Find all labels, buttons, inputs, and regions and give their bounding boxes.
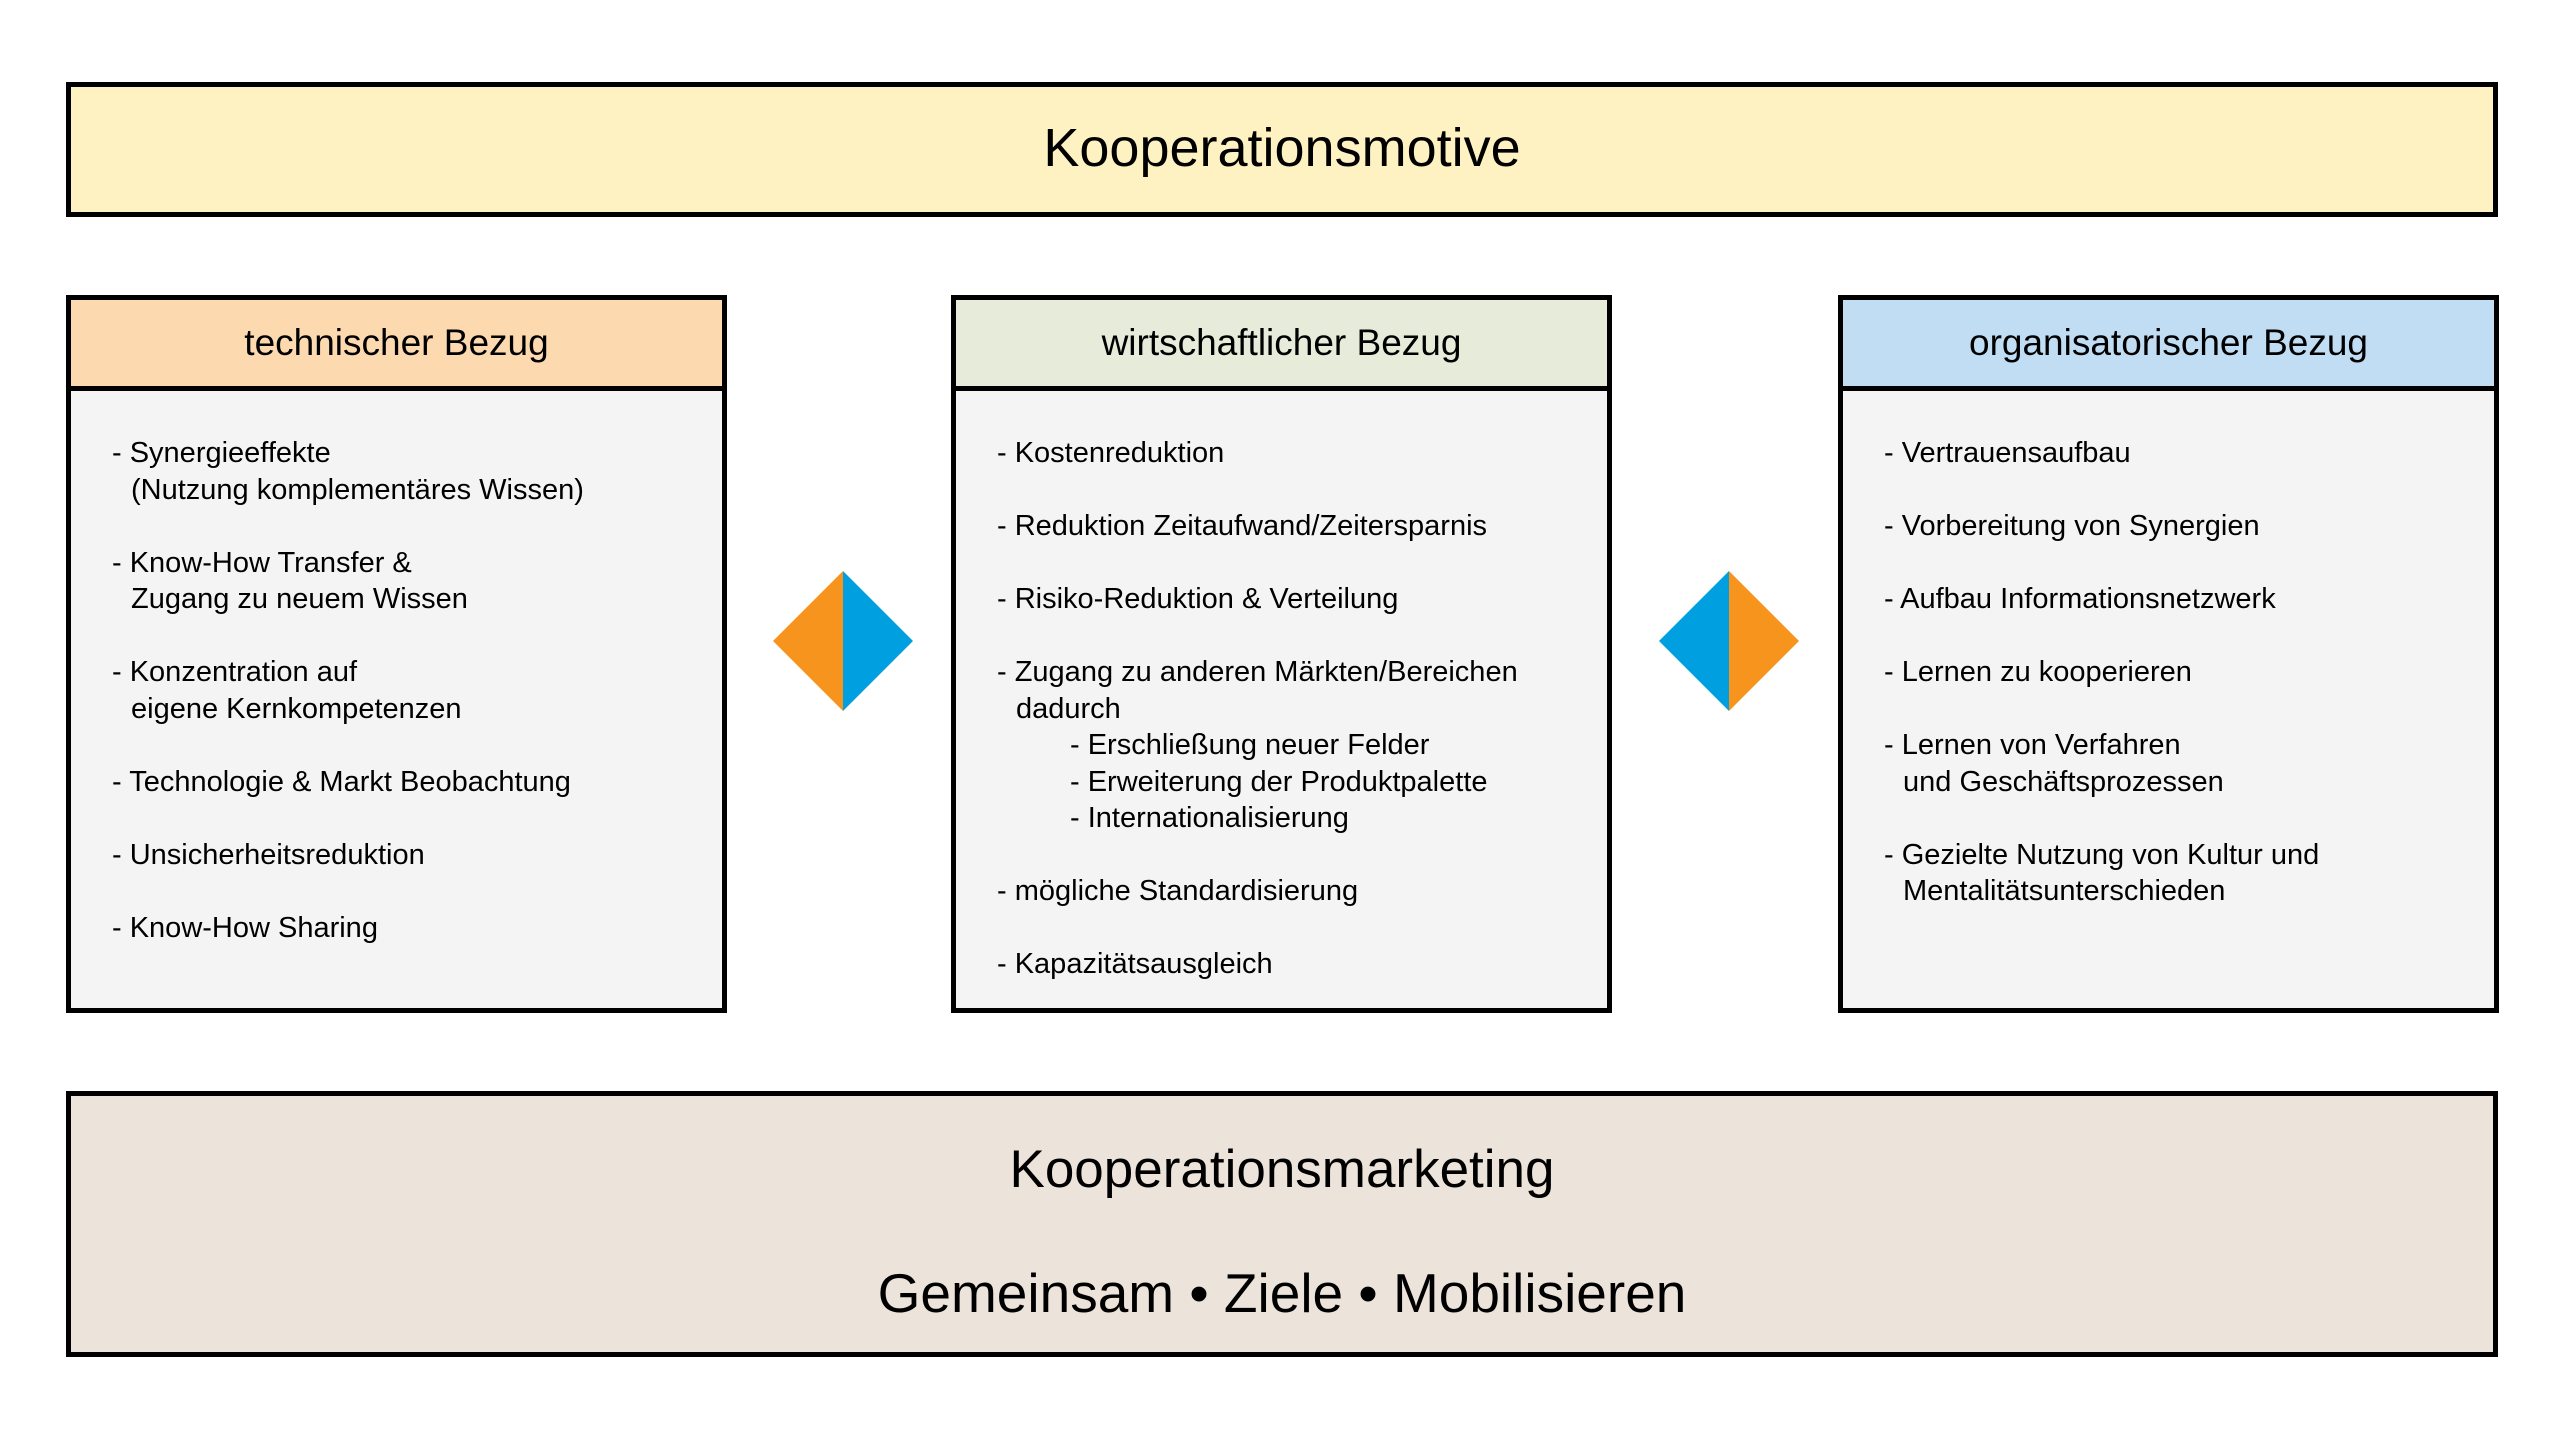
- title-box: Kooperationsmotive: [66, 82, 2498, 217]
- column-header-label: organisatorischer Bezug: [1969, 321, 2368, 363]
- list-item-text: - Unsicherheitsreduktion: [112, 838, 425, 871]
- list-item: - Know-How Transfer & Zugang zu neuem Wis…: [112, 545, 702, 618]
- marketing-box: Kooperationsmarketing Gemeinsam • Ziele …: [66, 1091, 2498, 1357]
- list-item: - Vertrauensaufbau: [1884, 435, 2474, 472]
- list-item-continuation: Zugang zu neuem Wissen: [131, 583, 468, 615]
- column-header-economic: wirtschaftlicher Bezug: [956, 300, 1607, 391]
- column-organizational: organisatorischer Bezug - Vertrauensaufb…: [1838, 295, 2499, 1013]
- marketing-slogan: Gemeinsam • Ziele • Mobilisieren: [877, 1262, 1687, 1324]
- list-item: - Vorbereitung von Synergien: [1884, 508, 2474, 545]
- sub-list-item: - Internationalisierung: [1070, 802, 1349, 834]
- list-item-text: - mögliche Standardisierung: [997, 875, 1359, 907]
- list-item: - Zugang zu anderen Märkten/Bereichen dad…: [997, 654, 1587, 837]
- sub-list-item: - Erschließung neuer Felder: [1070, 729, 1430, 761]
- column-technical: technischer Bezug - Synergieeffekte (Nutz…: [66, 295, 727, 1013]
- list-item: - Unsicherheitsreduktion: [112, 837, 702, 874]
- list-item-text: - Gezielte Nutzung von Kultur und: [1884, 838, 2320, 871]
- list-item: - Synergieeffekte (Nutzung komplementäres…: [112, 435, 702, 508]
- column-body-organizational: - Vertrauensaufbau - Vorbereitung von Syn…: [1843, 391, 2494, 910]
- list-item-text: - Konzentration auf: [112, 656, 358, 688]
- marketing-title: Kooperationsmarketing: [1009, 1140, 1555, 1199]
- diamond-orange-blue-icon: [773, 571, 913, 711]
- list-item: - mögliche Standardisierung: [997, 873, 1587, 910]
- list-item-text: - Zugang zu anderen Märkten/Bereichen: [997, 656, 1518, 688]
- list-item-text: - Reduktion Zeitaufwand/Zeitersparnis: [997, 510, 1488, 542]
- column-body-economic: - Kostenreduktion - Reduktion Zeitaufwand…: [956, 391, 1607, 983]
- list-item-text: - Vorbereitung von Synergien: [1884, 510, 2260, 542]
- list-item: - Lernen von Verfahren und Geschäftsproze…: [1884, 727, 2474, 800]
- diamond-right-half: [843, 571, 913, 711]
- list-item: - Reduktion Zeitaufwand/Zeitersparnis: [997, 508, 1587, 545]
- list-item-text: - Aufbau Informationsnetzwerk: [1884, 583, 2276, 615]
- list-item-text: - Lernen zu kooperieren: [1884, 656, 2192, 688]
- list-item-continuation: und Geschäftsprozessen: [1903, 765, 2224, 798]
- list-item-text: - Kostenreduktion: [997, 437, 1225, 469]
- column-header-label: technischer Bezug: [244, 321, 549, 363]
- list-item-continuation: (Nutzung komplementäres Wissen): [131, 473, 584, 506]
- list-item-text: - Synergieeffekte: [112, 437, 331, 469]
- column-header-label: wirtschaftlicher Bezug: [1101, 321, 1462, 363]
- list-item: - Konzentration auf eigene Kernkompetenze…: [112, 654, 702, 727]
- diamond-left-half: [1659, 571, 1729, 711]
- list-item-text: - Kapazitätsausgleich: [997, 948, 1273, 980]
- list-item-text: - Risiko-Reduktion & Verteilung: [997, 583, 1399, 615]
- diamond-blue-orange-icon: [1659, 571, 1799, 711]
- list-item: - Know-How Sharing: [112, 910, 702, 947]
- list-item-text: - Know-How Sharing: [112, 911, 378, 944]
- list-item: - Lernen zu kooperieren: [1884, 654, 2474, 691]
- column-economic: wirtschaftlicher Bezug - Kostenreduktion…: [951, 295, 1612, 1013]
- list-item-text: - Lernen von Verfahren: [1884, 729, 2181, 761]
- list-item: - Kapazitätsausgleich: [997, 946, 1587, 983]
- list-item: - Aufbau Informationsnetzwerk: [1884, 581, 2474, 618]
- sub-list-item: - Erweiterung der Produktpalette: [1070, 765, 1488, 798]
- column-header-technical: technischer Bezug: [71, 300, 722, 391]
- list-item-continuation: eigene Kernkompetenzen: [131, 692, 462, 725]
- list-item: - Technologie & Markt Beobachtung: [112, 764, 702, 801]
- column-header-organizational: organisatorischer Bezug: [1843, 300, 2494, 391]
- list-item: - Kostenreduktion: [997, 435, 1587, 472]
- list-item-text: - Know-How Transfer &: [112, 546, 412, 579]
- list-item: - Risiko-Reduktion & Verteilung: [997, 581, 1587, 618]
- diagram-title: Kooperationsmotive: [1043, 117, 1521, 178]
- list-item-continuation: dadurch: [1016, 692, 1121, 725]
- diamond-right-half: [1729, 571, 1799, 711]
- column-body-technical: - Synergieeffekte (Nutzung komplementäres…: [71, 391, 722, 946]
- list-item-continuation: Mentalitätsunterschieden: [1903, 875, 2226, 907]
- list-item-text: - Technologie & Markt Beobachtung: [112, 765, 571, 798]
- diamond-left-half: [773, 571, 843, 711]
- list-item-text: - Vertrauensaufbau: [1884, 437, 2131, 469]
